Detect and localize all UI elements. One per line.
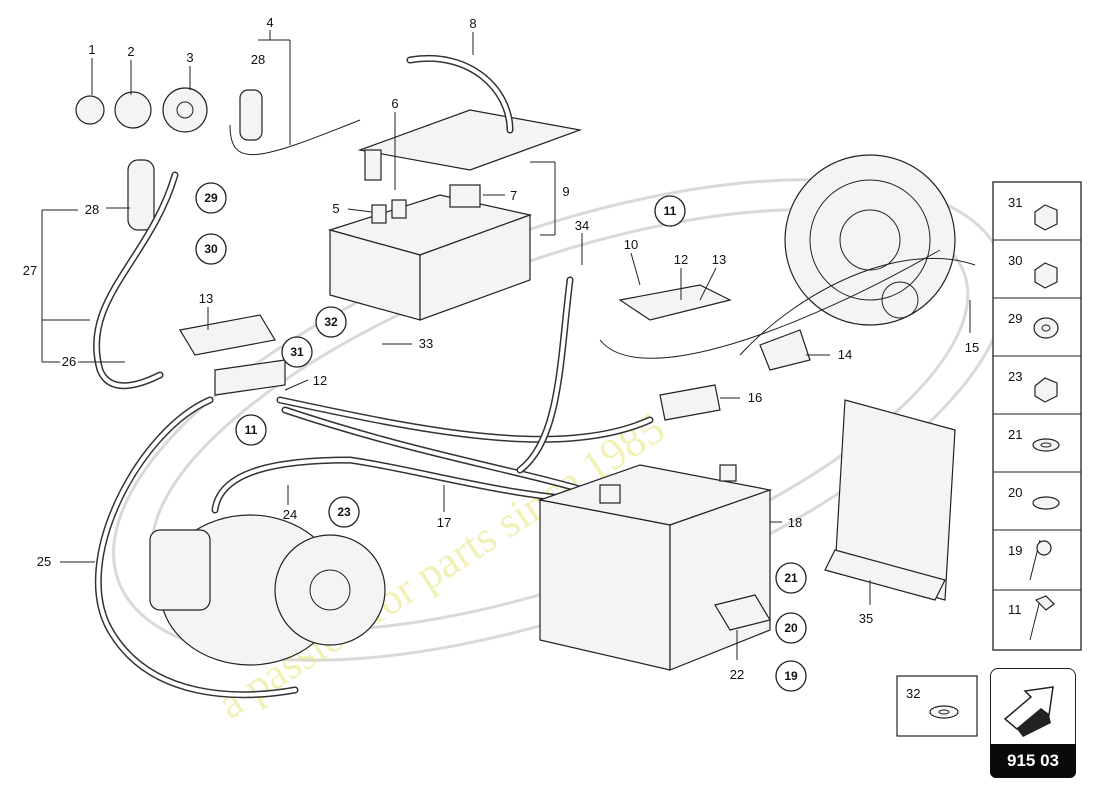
hex-nut-icon — [1034, 262, 1058, 289]
hex-bolt-icon — [1029, 599, 1041, 641]
callout-34: 34 — [575, 218, 589, 233]
callout-2: 2 — [127, 44, 134, 59]
direction-arrow-box — [990, 668, 1076, 745]
legend-29: 29 — [1008, 311, 1022, 326]
alternator — [784, 154, 956, 326]
legend-30: 30 — [1008, 253, 1022, 268]
callout-10: 10 — [624, 237, 638, 252]
washer-box-label: 32 — [906, 686, 920, 701]
callout-6: 6 — [391, 96, 398, 111]
callout-1: 1 — [88, 42, 95, 57]
callout-24: 24 — [283, 507, 297, 522]
callout-12-right: 12 — [674, 252, 688, 267]
callout-35: 35 — [859, 611, 873, 626]
callout-4: 4 — [266, 15, 273, 30]
spring-washer-icon — [1032, 496, 1060, 510]
legend-31: 31 — [1008, 195, 1022, 210]
legend-23: 23 — [1008, 369, 1022, 384]
clamp — [714, 594, 771, 631]
circled-31: 31 — [290, 345, 304, 359]
legend-19: 19 — [1008, 543, 1022, 558]
fuse-box — [327, 109, 583, 321]
callout-13-right: 13 — [712, 252, 726, 267]
circled-callouts — [195, 182, 807, 692]
circled-11-top: 11 — [664, 204, 677, 218]
callout-3: 3 — [186, 50, 193, 65]
page-number: 915 03 — [990, 744, 1076, 778]
circled-32: 32 — [324, 315, 338, 329]
callout-18: 18 — [788, 515, 802, 530]
washer-icon — [929, 705, 959, 719]
callout-27: 27 — [23, 263, 37, 278]
callout-5: 5 — [332, 201, 339, 216]
callout-8: 8 — [469, 16, 476, 31]
callout-13-left: 13 — [199, 291, 213, 306]
battery — [537, 464, 773, 671]
circled-19: 19 — [784, 669, 798, 683]
cables — [92, 55, 976, 699]
callout-28-left: 28 — [85, 202, 99, 217]
arrow-icon — [1003, 686, 1054, 737]
circled-30: 30 — [204, 242, 218, 256]
circled-numbers: 29 30 32 31 11 11 23 21 20 19 — [204, 191, 798, 683]
callout-12-left: 12 — [313, 373, 327, 388]
flat-washer-icon — [1032, 438, 1060, 452]
flange-nut-icon — [1034, 377, 1058, 403]
legend-21: 21 — [1008, 427, 1022, 442]
circled-20: 20 — [784, 621, 798, 635]
callout-17: 17 — [437, 515, 451, 530]
callout-26: 26 — [62, 354, 76, 369]
circled-23: 23 — [337, 505, 351, 519]
callout-7: 7 — [510, 188, 517, 203]
brackets — [179, 284, 811, 421]
legend-20: 20 — [1008, 485, 1022, 500]
legend-11: 11 — [1008, 602, 1022, 617]
circled-29: 29 — [204, 191, 218, 205]
washer-box: 32 — [896, 675, 978, 737]
circled-21: 21 — [784, 571, 798, 585]
fastener-legend: 31 30 29 23 21 20 19 11 — [992, 181, 1082, 651]
callout-25: 25 — [37, 554, 51, 569]
grommets — [75, 87, 263, 231]
callout-15: 15 — [965, 340, 979, 355]
callout-33: 33 — [419, 336, 433, 351]
washer-icon — [1033, 317, 1059, 339]
callout-numbers: 1 2 3 4 28 8 6 7 5 9 28 27 26 13 12 33 3… — [23, 15, 979, 682]
callout-22: 22 — [730, 667, 744, 682]
callout-14: 14 — [838, 347, 852, 362]
lock-nut-icon — [1034, 204, 1058, 231]
leader-lines — [41, 30, 971, 660]
callout-28-top: 28 — [251, 52, 265, 67]
callout-16: 16 — [748, 390, 762, 405]
callout-9: 9 — [562, 184, 569, 199]
circled-11-bottom: 11 — [245, 423, 258, 437]
starter-motor — [149, 514, 386, 666]
battery-bracket — [824, 399, 956, 601]
